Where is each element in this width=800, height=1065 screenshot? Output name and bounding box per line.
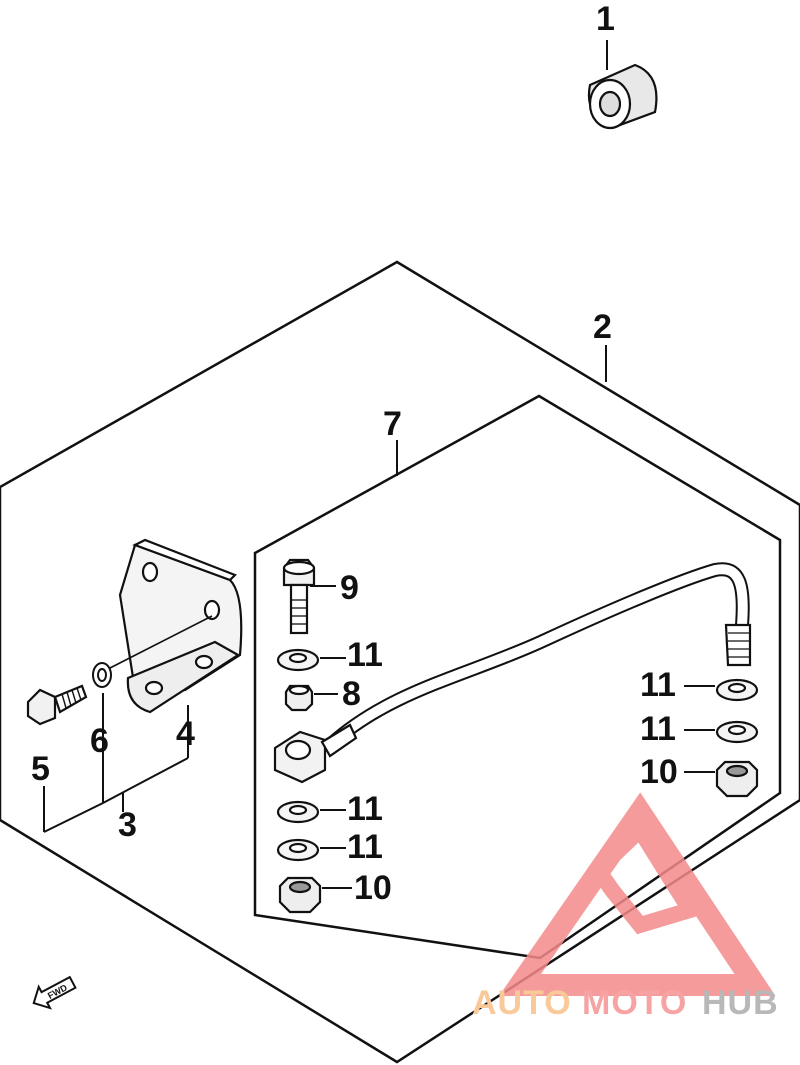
callout-4: 4 (176, 715, 195, 753)
callout-1: 1 (596, 0, 615, 38)
callout-7: 7 (383, 405, 402, 443)
callout-11-right-a: 11 (640, 666, 676, 704)
callout-10-right: 10 (640, 753, 678, 791)
assembly-axis-line (109, 615, 213, 669)
callout-10-left: 10 (354, 869, 392, 907)
outer-kit-outline (0, 260, 800, 1064)
callout-8: 8 (342, 675, 361, 713)
part-11-washer-left-b (276, 800, 320, 824)
callout-11-left-b: 11 (347, 790, 383, 828)
callout-3: 3 (118, 806, 137, 844)
part-11-washer-left-c (276, 838, 320, 862)
inner-kit-outline (253, 394, 782, 960)
part-10-nut-right (715, 760, 759, 798)
part-5-bolt (26, 684, 88, 726)
part-7-rod (273, 562, 752, 784)
part-10-nut-left (278, 876, 322, 914)
callout-11-left-a: 11 (347, 636, 383, 674)
part-4-bracket (118, 538, 243, 714)
watermark-logo (498, 792, 776, 996)
callout-11-left-c: 11 (347, 828, 383, 866)
part-1-bushing (587, 63, 658, 130)
watermark-hub: HUB (702, 984, 779, 1022)
leaders-3-4-5-6 (43, 693, 189, 833)
part-8-collar (284, 684, 314, 712)
callout-5: 5 (31, 750, 50, 788)
part-11-washer-right-b (715, 720, 759, 744)
part-9-bolt (282, 558, 316, 635)
callout-2: 2 (593, 308, 612, 346)
watermark-auto: AUTO (472, 984, 572, 1022)
forward-direction-marker: FWD (32, 975, 77, 1010)
callout-11-right-b: 11 (640, 710, 676, 748)
part-6-washer (92, 662, 112, 688)
watermark-moto: MOTO (582, 984, 687, 1022)
callout-9: 9 (340, 569, 359, 607)
part-11-washer-left-a (276, 648, 320, 672)
callout-6: 6 (90, 722, 109, 760)
part-11-washer-right-a (715, 678, 759, 702)
